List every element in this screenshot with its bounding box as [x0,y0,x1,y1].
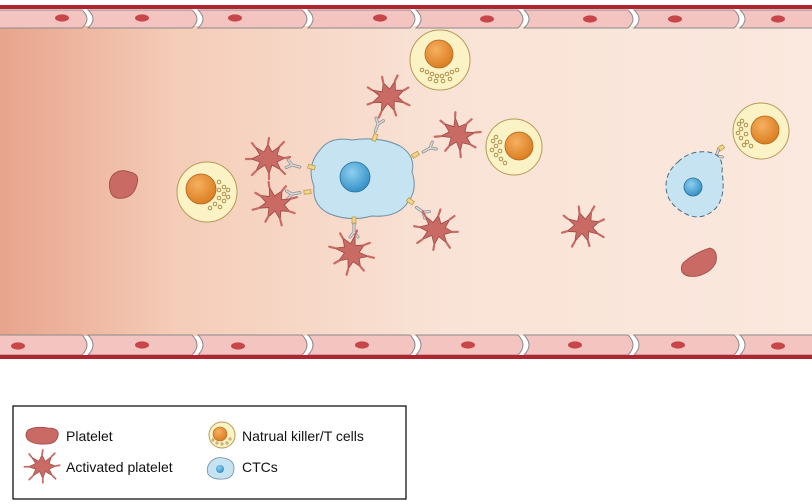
immune-cell [176,161,238,223]
endothelium-top [0,9,812,29]
immune-cell-icon [208,421,236,449]
legend-label-platelet: Platelet [66,428,113,444]
vessel-wall-bottom [0,355,812,359]
ctc-dying [665,151,724,218]
immune-cell [485,118,543,176]
legend: Platelet Activated platelet Natrual kill… [12,405,407,500]
platelet-icon [25,426,59,445]
legend-label-activated-platelet: Activated platelet [66,459,173,475]
legend-label-immune-cells: Natrual killer/T cells [242,428,364,444]
endothelium-bottom [0,334,812,356]
legend-label-ctcs: CTCs [242,459,278,475]
vessel-wall-top [0,5,812,9]
platelet [680,247,717,277]
ctc-icon [206,457,235,480]
legend-box [12,405,407,500]
immune-cell [409,29,471,91]
ctc [310,138,415,220]
immune-cell [732,102,790,160]
platelet [108,170,139,199]
